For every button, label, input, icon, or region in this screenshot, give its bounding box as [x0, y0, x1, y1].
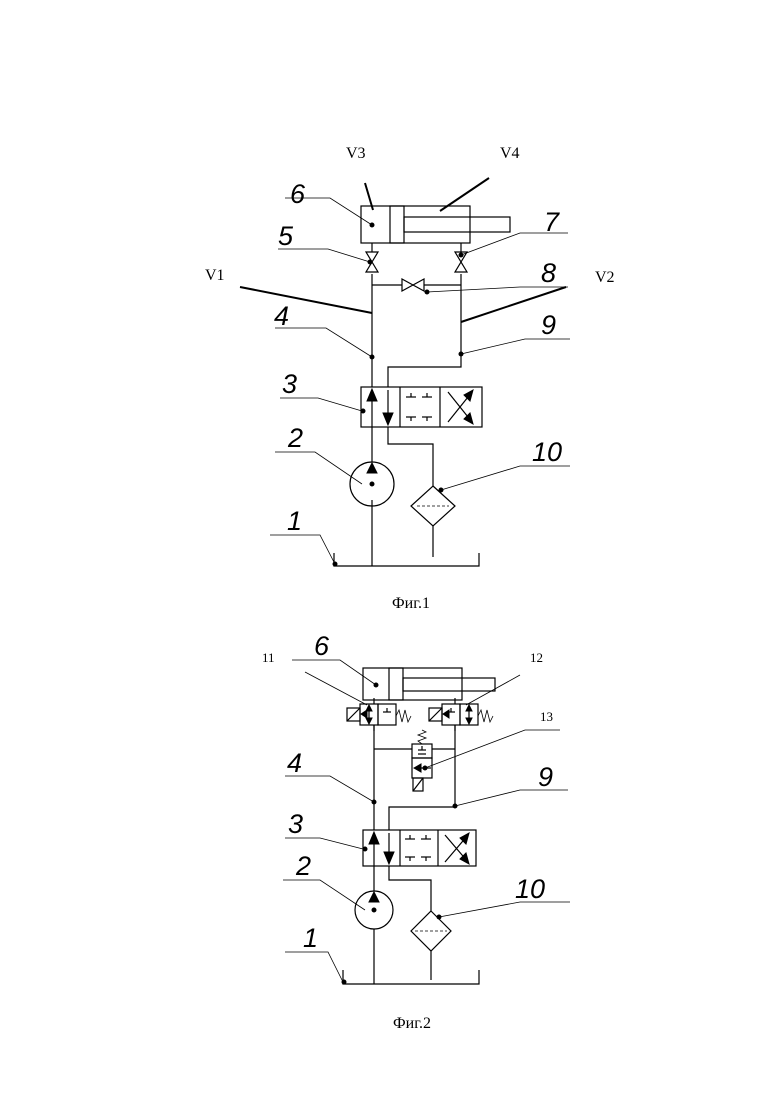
- label-6: 6: [314, 631, 330, 661]
- label-12: 12: [530, 650, 543, 665]
- valve-5: [366, 243, 378, 285]
- label-9: 9: [538, 762, 553, 792]
- label-3: 3: [282, 369, 297, 399]
- directional-valve-3: [363, 830, 476, 866]
- label-1: 1: [287, 506, 302, 536]
- pump-2: [355, 866, 393, 929]
- label-5: 5: [278, 221, 294, 251]
- label-13: 13: [540, 709, 553, 724]
- label-7: 7: [544, 207, 560, 237]
- valve-12: [429, 698, 493, 731]
- caption-fig1: Фиг.1: [392, 595, 430, 612]
- label-4: 4: [274, 301, 289, 331]
- label-3: 3: [288, 809, 303, 839]
- line-9: [388, 285, 461, 387]
- label-v1: V1: [205, 267, 225, 284]
- cylinder-6: [363, 668, 495, 700]
- label-1: 1: [303, 923, 318, 953]
- label-v3: V3: [346, 145, 366, 162]
- leader-lines: [270, 198, 570, 566]
- label-2: 2: [287, 423, 303, 453]
- filter-10: [389, 866, 451, 951]
- figure-2: 6 11 12 13 4 9 3 2 10 1 Фиг.2: [262, 631, 570, 1032]
- tank-1: [343, 929, 479, 984]
- label-v4: V4: [500, 145, 520, 162]
- caption-fig2: Фиг.2: [393, 1015, 431, 1032]
- figure-1: 6 5 7 8 4 9 3 2 10 1 V3 V4 V1 V2 Фиг.1: [205, 145, 615, 612]
- cylinder-6: [361, 206, 510, 243]
- label-8: 8: [541, 258, 556, 288]
- label-10: 10: [532, 437, 562, 467]
- label-11: 11: [262, 650, 275, 665]
- valve-7: [455, 243, 467, 285]
- leader-lines: [283, 660, 570, 984]
- valve-8: [372, 279, 461, 291]
- junction-dots: [333, 223, 463, 566]
- label-2: 2: [295, 851, 311, 881]
- label-6: 6: [290, 179, 306, 209]
- filter-10: [388, 427, 455, 526]
- tank-1: [334, 500, 479, 566]
- valve-11: [347, 698, 411, 731]
- label-10: 10: [515, 874, 545, 904]
- valve-13: [412, 730, 432, 791]
- label-9: 9: [541, 310, 556, 340]
- directional-valve-3: [361, 387, 482, 427]
- label-v2: V2: [595, 269, 615, 286]
- label-4: 4: [287, 748, 302, 778]
